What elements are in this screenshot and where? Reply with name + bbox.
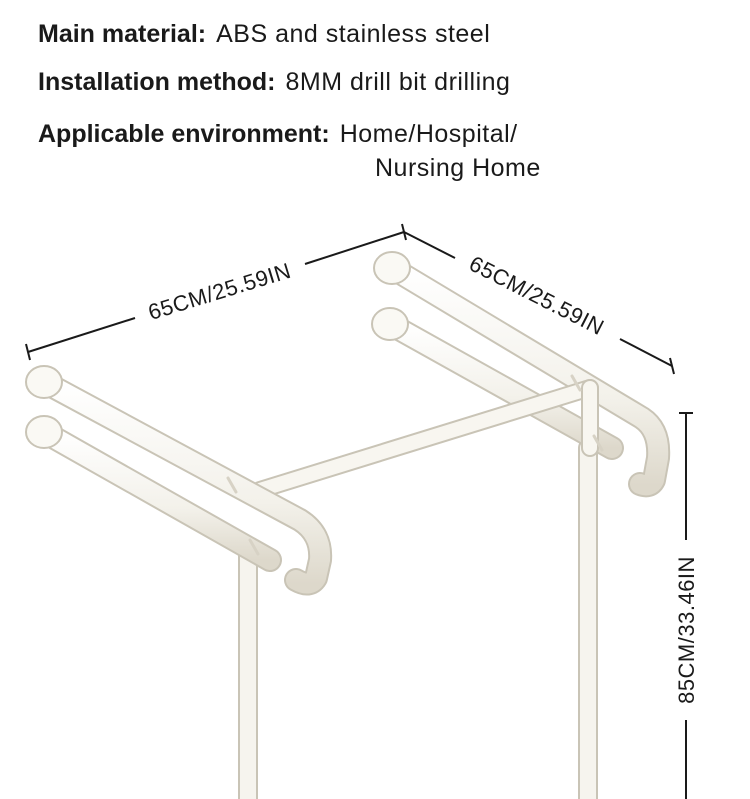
dimension-line-width-right [403, 231, 675, 375]
grab-bar-frame [32, 256, 671, 799]
environment-value-line1: Home/Hospital/ [339, 120, 518, 148]
dimension-line-height [679, 412, 693, 799]
spec-row-environment: Applicable environment: Home/Hospital/ [38, 118, 518, 150]
environment-value-line2: Nursing Home [375, 154, 541, 182]
spec-row-material: Main material: ABS and stainless steel [38, 18, 490, 50]
installation-label: Installation method: [38, 68, 276, 96]
material-label: Main material: [38, 20, 207, 48]
height-label: 85CM/33.46IN [674, 556, 699, 704]
environment-label: Applicable environment: [38, 120, 330, 148]
width-left-label: 65CM/25.59IN [145, 258, 294, 325]
installation-value: 8MM drill bit drilling [285, 68, 511, 96]
spec-row-installation: Installation method: 8MM drill bit drilli… [38, 66, 510, 98]
material-value: ABS and stainless steel [216, 20, 491, 48]
wall-flanges [25, 251, 411, 449]
